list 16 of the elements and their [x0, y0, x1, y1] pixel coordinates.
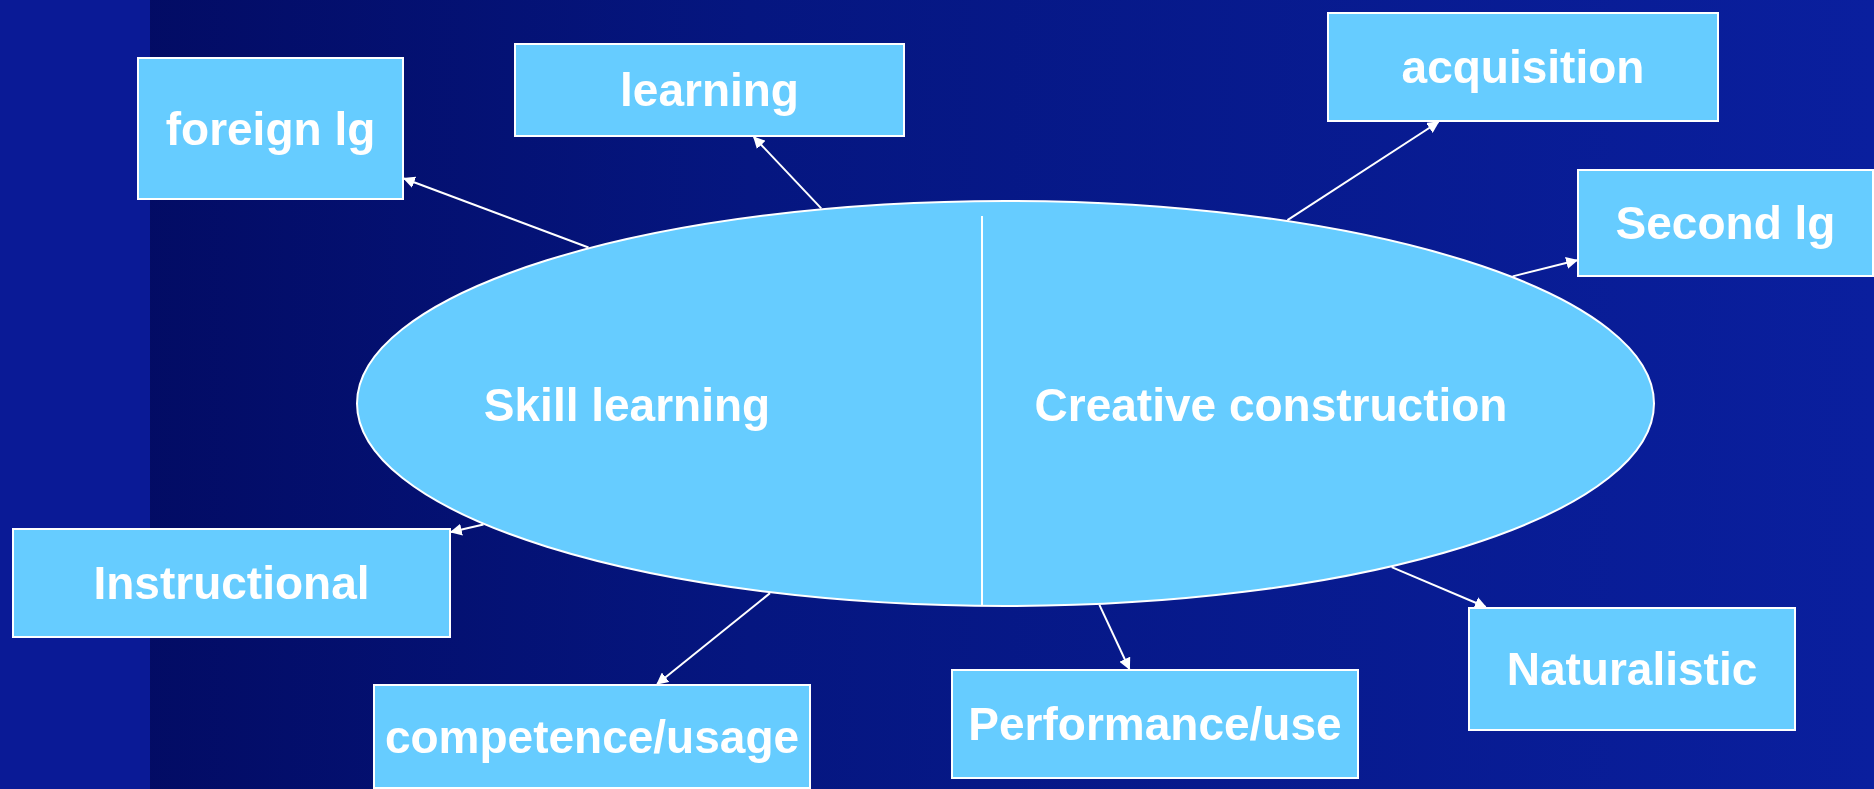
ellipse-label: Skill learning — [483, 378, 771, 432]
arrow — [656, 592, 771, 685]
arrow — [1511, 257, 1579, 278]
arrow — [1390, 566, 1487, 609]
term-box: foreign lg — [137, 57, 404, 200]
term-box: acquisition — [1327, 12, 1719, 122]
term-box: Second lg — [1577, 169, 1874, 277]
arrow — [1286, 121, 1440, 222]
term-box: Performance/use — [951, 669, 1359, 779]
term-box: Naturalistic — [1468, 607, 1796, 731]
term-box: competence/usage — [373, 684, 811, 789]
arrow — [752, 136, 823, 210]
arrow — [1098, 603, 1131, 671]
ellipse-label: Creative construction — [1034, 378, 1508, 432]
term-box: learning — [514, 43, 905, 137]
term-box: Instructional — [12, 528, 451, 638]
